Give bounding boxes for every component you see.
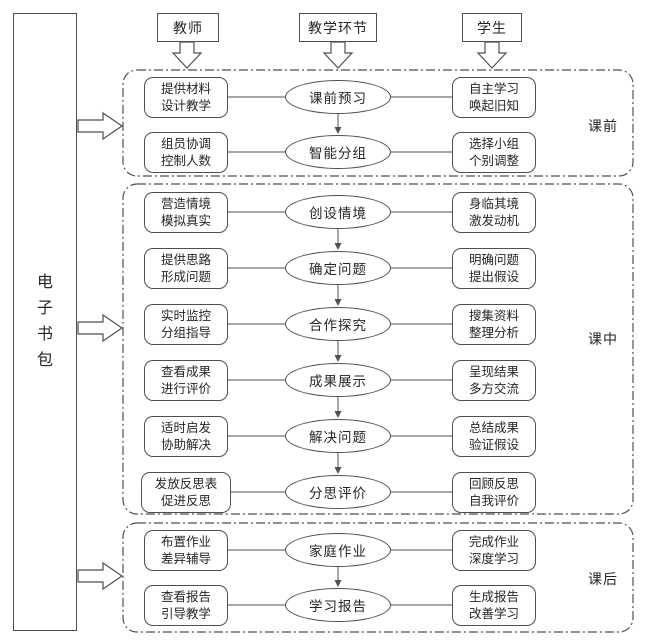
teacher-action-box: 提供思路 形成问题 [144, 248, 228, 289]
student-column-header: 学生 [462, 13, 522, 42]
block-arrow-icons [77, 41, 508, 591]
stage-ellipse: 智能分组 [285, 135, 391, 169]
down-block-arrow-icon [171, 41, 203, 69]
student-action-box: 选择小组 个别调整 [452, 132, 536, 173]
student-action-box: 完成作业 深度学习 [452, 530, 536, 571]
student-header-label: 学生 [477, 21, 507, 37]
teacher-header-label: 教师 [173, 21, 203, 37]
student-action-box: 身临其境 激发动机 [452, 192, 536, 233]
down-block-arrow-icon [476, 41, 508, 69]
teacher-column-header: 教师 [157, 13, 219, 42]
student-action-box: 总结成果 验证假设 [452, 416, 536, 457]
stage-ellipse: 确定问题 [285, 251, 391, 285]
teacher-action-box: 发放反思表 促进反思 [141, 472, 231, 513]
section-label-postcourse: 课后 [588, 573, 618, 588]
stage-ellipse: 解决问题 [285, 419, 391, 453]
student-action-box: 搜集资料 整理分析 [452, 304, 536, 345]
right-block-arrow-icon [77, 561, 124, 591]
down-block-arrow-icon [322, 41, 354, 69]
stage-column-header: 教学环节 [299, 13, 377, 42]
section-border-incourse [122, 183, 634, 515]
stage-ellipse: 学习报告 [285, 588, 391, 622]
student-action-box: 生成报告 改善学习 [452, 585, 536, 626]
teacher-action-box: 查看成果 进行评价 [144, 360, 228, 401]
section-border-postcourse [122, 522, 634, 633]
stage-ellipse: 家庭作业 [285, 533, 391, 567]
teacher-action-box: 营造情境 模拟真实 [144, 192, 228, 233]
row-connector-lines [227, 96, 452, 606]
stage-ellipse: 合作探究 [285, 307, 391, 341]
section-border-precourse [122, 69, 634, 177]
teacher-action-box: 实时监控 分组指导 [144, 304, 228, 345]
teacher-action-box: 查看报告 引导教学 [144, 585, 228, 626]
right-block-arrow-icon [77, 313, 124, 343]
stage-ellipse: 成果展示 [285, 363, 391, 397]
ebag-panel: 电子书包 [13, 13, 77, 631]
stage-ellipse: 分思评价 [285, 475, 391, 509]
stage-header-label: 教学环节 [308, 21, 368, 37]
student-action-box: 自主学习 唤起旧知 [452, 77, 536, 118]
ebag-panel-title: 电子书包 [36, 274, 53, 369]
student-action-box: 明确问题 提出假设 [452, 248, 536, 289]
teacher-action-box: 适时启发 协助解决 [144, 416, 228, 457]
student-action-box: 呈现结果 多方交流 [452, 360, 536, 401]
right-block-arrow-icon [77, 111, 124, 141]
teacher-action-box: 提供材料 设计教学 [144, 77, 228, 118]
section-label-incourse: 课中 [588, 333, 618, 348]
teacher-action-box: 布置作业 差异辅导 [144, 530, 228, 571]
student-action-box: 回顾反思 自我评价 [452, 472, 536, 513]
stage-ellipse: 创设情境 [285, 195, 391, 229]
section-label-precourse: 课前 [588, 120, 618, 135]
stage-ellipse: 课前预习 [285, 80, 391, 114]
teacher-action-box: 组员协调 控制人数 [144, 132, 228, 173]
